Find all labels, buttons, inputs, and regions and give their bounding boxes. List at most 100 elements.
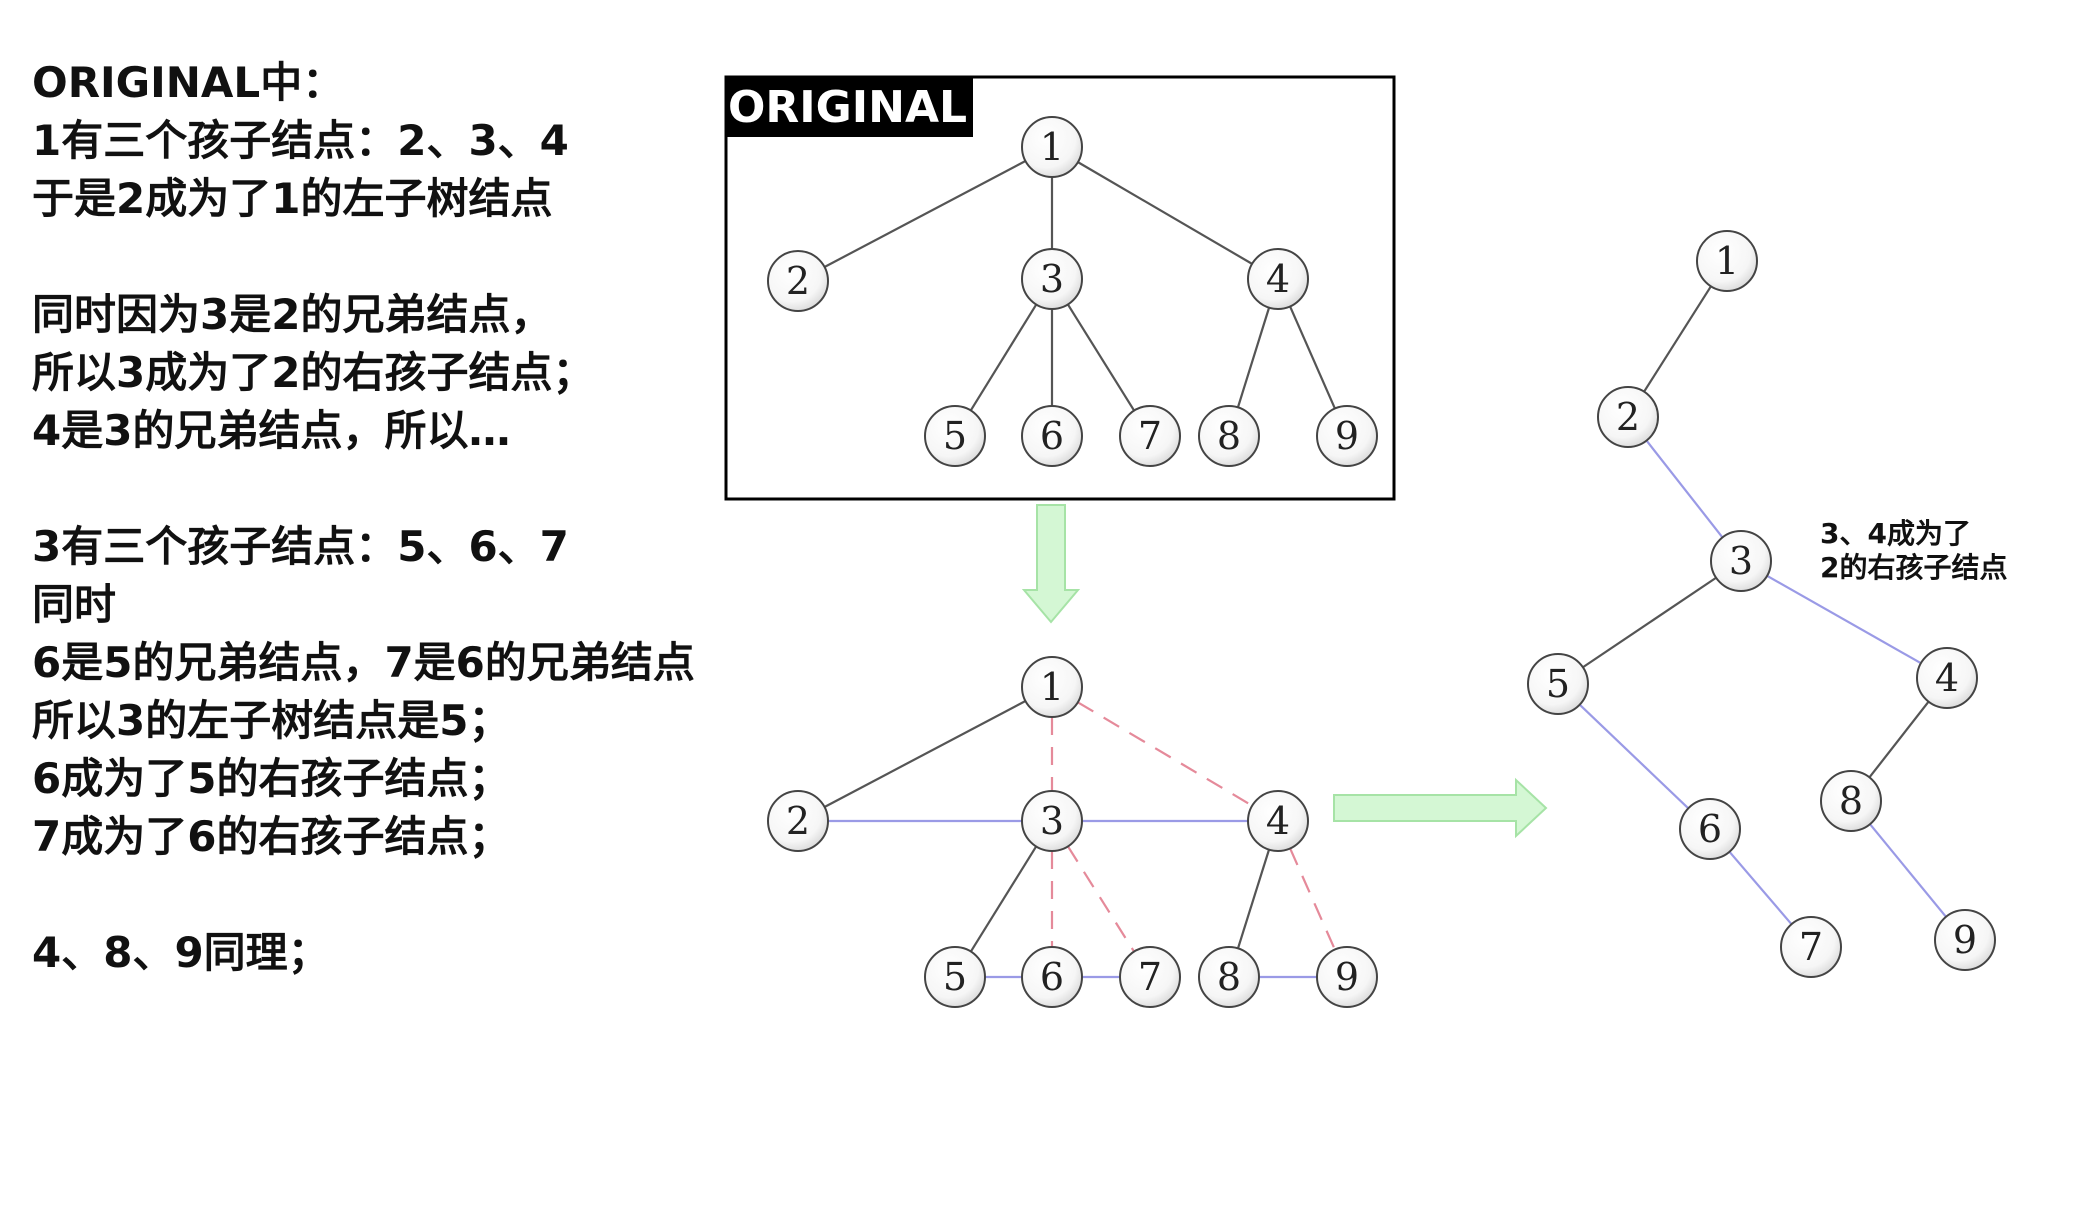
- explanation-line: 4、8、9同理；: [32, 928, 330, 977]
- intermediate-node-label: 6: [1040, 955, 1064, 999]
- down-arrow: [1021, 504, 1081, 624]
- intermediate-node-circle: [1316, 946, 1378, 1008]
- binary-node: 8: [1820, 770, 1882, 832]
- original-node: 8: [1198, 405, 1260, 467]
- intermediate-node-circle: [1021, 790, 1083, 852]
- intermediate-node: 6: [1021, 946, 1083, 1008]
- original-tree: 1 2 3 4 5 6 7 8 9: [767, 116, 1378, 467]
- intermediate-node: 5: [924, 946, 986, 1008]
- original-title: ORIGINAL: [728, 82, 967, 133]
- binary-node-circle: [1710, 530, 1772, 592]
- original-node-label: 9: [1335, 414, 1359, 458]
- intermediate-node-circle: [1198, 946, 1260, 1008]
- original-edge: [1289, 306, 1336, 409]
- intermediate-node-label: 9: [1335, 955, 1359, 999]
- right-arrow: [1333, 777, 1548, 839]
- original-node: 4: [1247, 248, 1309, 310]
- explanation-line: 7成为了6的右孩子结点；: [32, 812, 511, 861]
- explanation-line: 同时因为3是2的兄弟结点，: [32, 290, 553, 339]
- binary-node: 9: [1934, 909, 1996, 971]
- original-node: 5: [924, 405, 986, 467]
- binary-node: 1: [1696, 230, 1758, 292]
- intermediate-node-label: 5: [943, 955, 967, 999]
- intermediate-node-circle: [1021, 656, 1083, 718]
- left-child-edge: [1868, 700, 1930, 779]
- binary-node-circle: [1820, 770, 1882, 832]
- original-node-circle: [1247, 248, 1309, 310]
- explanation-line: 6成为了5的右孩子结点；: [32, 754, 511, 803]
- explanation-line: 4是3的兄弟结点，所以…: [32, 406, 511, 455]
- binary-node-label: 3: [1729, 539, 1753, 583]
- right-child-edge: [1645, 439, 1724, 539]
- binary-node: 5: [1527, 653, 1589, 715]
- original-node-label: 7: [1138, 414, 1162, 458]
- original-node-circle: [767, 250, 829, 312]
- binary-node-label: 9: [1953, 918, 1977, 962]
- binary-tree: 1 2 3 4 5 6 7 8 9: [1527, 230, 1996, 978]
- original-node-label: 2: [786, 259, 810, 303]
- original-node-label: 6: [1040, 414, 1064, 458]
- binary-node-circle: [1597, 386, 1659, 448]
- binary-node-circle: [1527, 653, 1589, 715]
- binary-node-circle: [1696, 230, 1758, 292]
- binary-node-label: 2: [1616, 395, 1640, 439]
- intermediate-node-label: 3: [1040, 799, 1064, 843]
- original-node: 1: [1021, 116, 1083, 178]
- intermediate-node: 4: [1247, 790, 1309, 852]
- binary-node: 7: [1780, 916, 1842, 978]
- explanation-line: ORIGINAL中：: [32, 58, 345, 107]
- intermediate-node: 3: [1021, 790, 1083, 852]
- removed-edge: [1077, 701, 1253, 807]
- explanation-line: 1有三个孩子结点：2、3、4: [32, 116, 569, 165]
- original-node: 2: [767, 250, 829, 312]
- explanation-line: 所以3的左子树结点是5；: [32, 696, 511, 745]
- binary-node: 4: [1916, 647, 1978, 709]
- removed-edge: [1067, 845, 1135, 953]
- binary-node-label: 7: [1799, 925, 1823, 969]
- intermediate-node-label: 1: [1040, 665, 1064, 709]
- binary-node: 3: [1710, 530, 1772, 592]
- intermediate-node-label: 8: [1217, 955, 1241, 999]
- explanation-line: 所以3成为了2的右孩子结点；: [32, 348, 595, 397]
- intermediate-node-circle: [1247, 790, 1309, 852]
- kept-edge: [1236, 849, 1271, 949]
- binary-annotation-line-1: 3、4成为了: [1820, 517, 1971, 550]
- explanation-line: 3有三个孩子结点：5、6、7: [32, 522, 569, 571]
- explanation-line: 同时: [32, 580, 117, 629]
- right-child-edge: [1869, 823, 1947, 918]
- intermediate-node-label: 4: [1266, 799, 1290, 843]
- original-node-label: 4: [1266, 257, 1290, 301]
- right-child-edge: [1578, 703, 1690, 810]
- binary-annotation: 3、4成为了 2的右孩子结点: [1820, 517, 2007, 584]
- original-node: 9: [1316, 405, 1378, 467]
- binary-node-label: 1: [1715, 239, 1739, 283]
- binary-node-label: 8: [1839, 779, 1863, 823]
- binary-node-circle: [1916, 647, 1978, 709]
- original-node-circle: [924, 405, 986, 467]
- right-child-edge: [1766, 574, 1922, 665]
- binary-node-circle: [1780, 916, 1842, 978]
- intermediate-node: 2: [767, 790, 829, 852]
- removed-edge: [1289, 847, 1336, 951]
- original-frame: ORIGINAL: [724, 75, 1396, 501]
- binary-node: 6: [1679, 798, 1741, 860]
- original-frame-border: [724, 75, 1396, 501]
- explanation-line: 于是2成为了1的左子树结点: [32, 174, 553, 223]
- intermediate-node-circle: [1021, 946, 1083, 1008]
- original-node: 3: [1021, 248, 1083, 310]
- original-edge: [1236, 307, 1271, 408]
- original-node-label: 8: [1217, 414, 1241, 458]
- original-node-label: 1: [1040, 125, 1064, 169]
- original-node-circle: [1021, 116, 1083, 178]
- original-node-circle: [1021, 248, 1083, 310]
- explanation-line: 6是5的兄弟结点，7是6的兄弟结点: [32, 638, 695, 687]
- binary-node-label: 5: [1546, 662, 1570, 706]
- original-edge: [1066, 303, 1136, 412]
- original-edge: [1077, 161, 1253, 265]
- original-edge: [824, 160, 1026, 268]
- binary-node-circle: [1934, 909, 1996, 971]
- original-title-background: [726, 77, 973, 137]
- binary-node-circle: [1679, 798, 1741, 860]
